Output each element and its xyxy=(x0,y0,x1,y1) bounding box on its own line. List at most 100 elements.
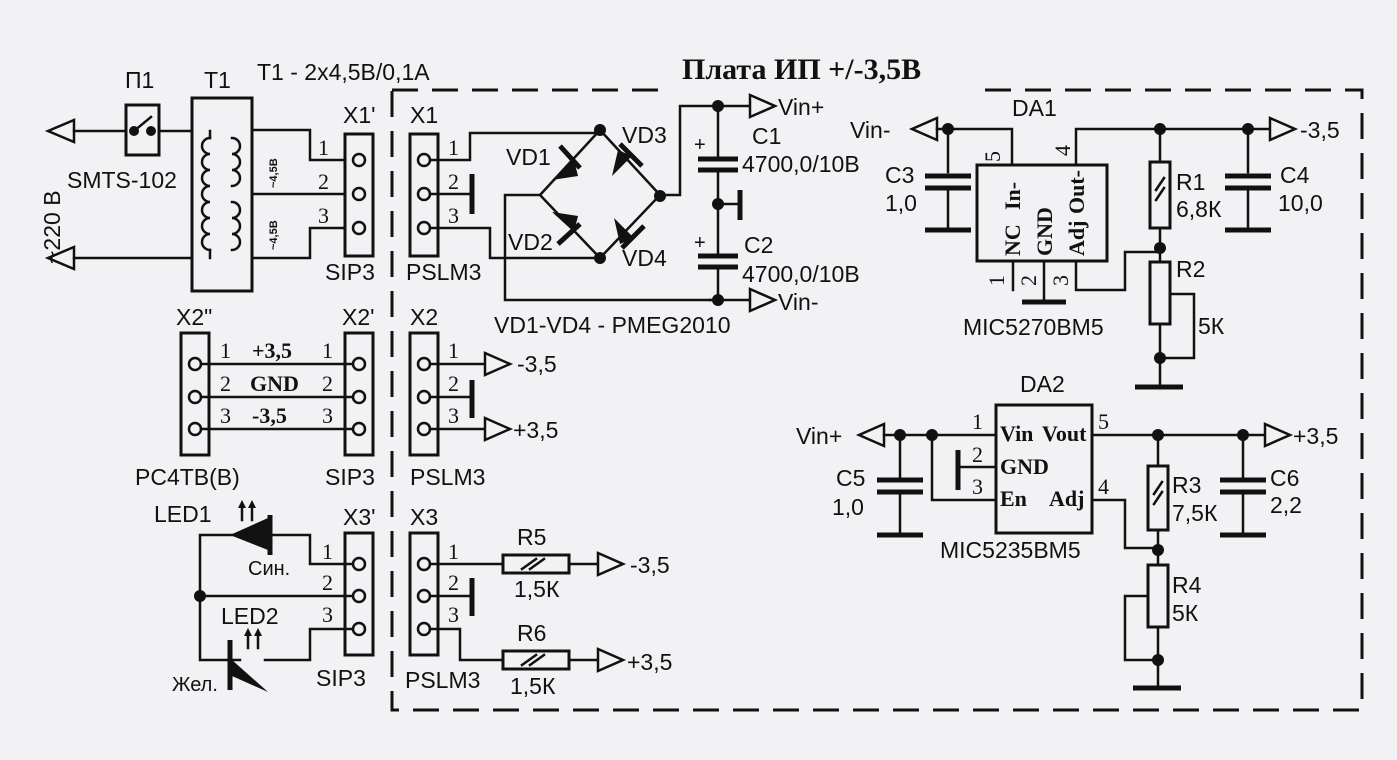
x3p-pin1: 1 xyxy=(322,539,333,564)
mains-label: ~220 В xyxy=(39,190,65,264)
x2pp-type: PC4TB(B) xyxy=(135,464,240,490)
r6-net: +3,5 xyxy=(627,649,672,675)
r5-ref: R5 xyxy=(517,524,546,550)
x3p-pin3: 3 xyxy=(322,602,333,627)
x2-net-plus: +3,5 xyxy=(513,417,558,443)
da2-pin2: 2 xyxy=(972,442,983,467)
x3-pin1: 1 xyxy=(448,539,459,564)
c4-value: 10,0 xyxy=(1278,190,1323,216)
x2-right-pin2: 2 xyxy=(322,371,333,396)
x3p-ref: X3' xyxy=(343,504,376,530)
x3p-type: SIP3 xyxy=(316,665,366,691)
da2-net-vinp: Vin+ xyxy=(796,423,842,449)
vd3-ref: VD3 xyxy=(622,122,667,148)
c1-value: 4700,0/10В xyxy=(742,151,860,177)
regulator-da2 xyxy=(855,403,1294,691)
da1-net-m35: -3,5 xyxy=(1300,117,1340,143)
r6-value: 1,5К xyxy=(510,673,556,699)
transformer-spec: T1 - 2x4,5В/0,1А xyxy=(257,59,430,85)
resistor-r6 xyxy=(501,647,627,673)
r6-ref: R6 xyxy=(517,620,546,646)
connector-x3 xyxy=(408,531,505,662)
da2-vin-label: Vin xyxy=(1000,421,1033,446)
c4-ref: C4 xyxy=(1280,162,1310,188)
c1-ref: C1 xyxy=(752,123,781,149)
x1p-pin1: 1 xyxy=(318,135,329,160)
da1-out-label: Out- xyxy=(1064,170,1089,214)
diode-bridge xyxy=(503,104,757,302)
board-outline xyxy=(390,88,1364,712)
da2-vout-label: Vout xyxy=(1042,421,1087,446)
transformer-ref: T1 xyxy=(204,67,231,93)
x2-left-pin1: 1 xyxy=(220,338,231,363)
da1-net-vinn: Vin- xyxy=(850,117,891,143)
regulator-da1 xyxy=(908,116,1299,390)
r1-value: 6,8К xyxy=(1176,196,1222,222)
rail-plus: +3,5 xyxy=(252,338,292,363)
led-circuit xyxy=(194,500,355,692)
r5-value: 1,5К xyxy=(514,576,560,602)
x2-ref: X2 xyxy=(410,304,438,330)
da2-pin1: 1 xyxy=(972,409,983,434)
x1-ref: X1 xyxy=(410,102,438,128)
switch-part: SMTS-102 xyxy=(67,167,177,193)
diodes-note: VD1-VD4 - PMEG2010 xyxy=(494,312,730,338)
c3-ref: C3 xyxy=(885,162,914,188)
connector-x1 xyxy=(408,131,602,260)
x1p-pin3: 3 xyxy=(318,203,329,228)
r1-ref: R1 xyxy=(1176,169,1205,195)
r3-value: 7,5К xyxy=(1172,500,1218,526)
x2-pin3: 3 xyxy=(448,403,459,428)
resistor-r5 xyxy=(501,551,627,577)
switch-p1 xyxy=(124,103,194,157)
da2-part: MIC5235BM5 xyxy=(940,537,1081,563)
vd1-ref: VD1 xyxy=(506,144,551,170)
vinp-net-c1: Vin+ xyxy=(778,94,824,120)
rail-gnd: GND xyxy=(250,371,299,396)
x3-ref: X3 xyxy=(410,504,438,530)
da1-pin5: 5 xyxy=(980,151,1005,162)
x1p-ref: X1' xyxy=(343,102,376,128)
x1-type: PSLM3 xyxy=(406,259,481,285)
connector-x1-prime xyxy=(343,132,375,258)
c2-value: 4700,0/10В xyxy=(742,261,860,287)
winding1-label: ~4,5В xyxy=(268,158,280,188)
x3-pin2: 2 xyxy=(448,570,459,595)
rail-minus: -3,5 xyxy=(252,403,287,428)
da2-gnd-label: GND xyxy=(1000,454,1049,479)
da2-pin3: 3 xyxy=(972,474,983,499)
connector-x3-prime xyxy=(343,531,375,657)
vinn-net-c2: Vin- xyxy=(778,289,819,315)
x2-type: PSLM3 xyxy=(410,464,485,490)
switch-ref: П1 xyxy=(125,67,154,93)
x1p-pin2: 2 xyxy=(318,169,329,194)
da2-adj-label: Adj xyxy=(1049,486,1084,511)
x2-left-pin2: 2 xyxy=(220,371,231,396)
c2-plus: + xyxy=(694,232,706,254)
da1-part: MIC5270BM5 xyxy=(963,314,1104,340)
c1-plus: + xyxy=(694,134,706,156)
c3-value: 1,0 xyxy=(885,190,917,216)
da2-en-label: En xyxy=(1000,486,1027,511)
c5-value: 1,0 xyxy=(832,494,864,520)
x2-pin1: 1 xyxy=(448,338,459,363)
r2-ref: R2 xyxy=(1176,256,1205,282)
led1-color: Син. xyxy=(248,558,290,580)
x1p-type: SIP3 xyxy=(325,259,375,285)
x1-pin2: 2 xyxy=(448,169,459,194)
connector-x2-double-prime xyxy=(179,331,211,457)
x2-net-minus: -3,5 xyxy=(517,351,557,377)
winding2-label: ~4,5В xyxy=(268,220,280,250)
r3-ref: R3 xyxy=(1172,472,1201,498)
c6-ref: C6 xyxy=(1270,465,1299,491)
da1-adj-label: Adj xyxy=(1064,221,1089,256)
x2-left-pin3: 3 xyxy=(220,403,231,428)
led1-ref: LED1 xyxy=(154,501,212,527)
da1-pin4: 4 xyxy=(1050,145,1075,156)
transformer-t1 xyxy=(190,96,347,293)
board-title: Плата ИП +/-3,5В xyxy=(682,53,921,86)
c6-value: 2,2 xyxy=(1270,492,1302,518)
x3-pin3: 3 xyxy=(448,602,459,627)
vd2-ref: VD2 xyxy=(508,229,553,255)
x2p-type: SIP3 xyxy=(325,464,375,490)
